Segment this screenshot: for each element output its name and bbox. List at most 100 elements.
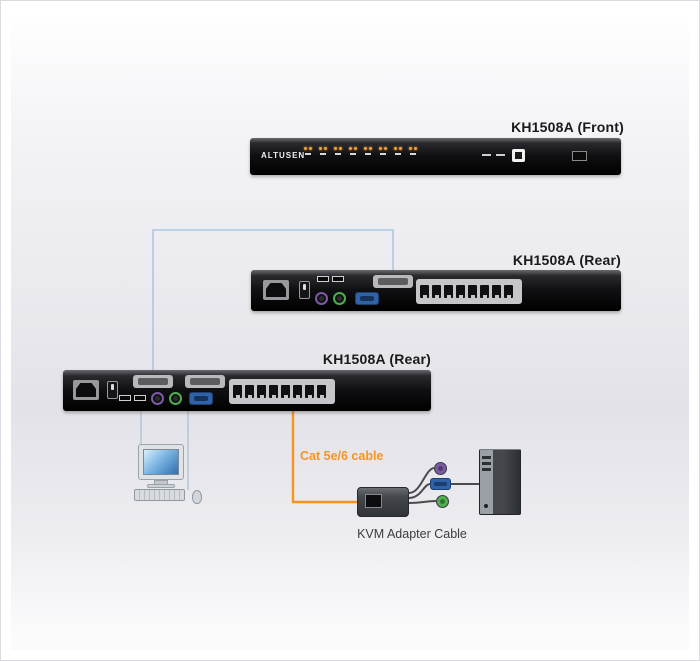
port-led-group bbox=[347, 147, 358, 155]
panel-marking bbox=[482, 154, 491, 156]
power-button-dot bbox=[484, 504, 488, 508]
led-icon bbox=[338, 147, 342, 150]
rj45-port-icon bbox=[432, 285, 441, 298]
port-number-mark bbox=[379, 153, 386, 155]
port-led-group bbox=[332, 147, 343, 155]
rear-unit-1-label: KH1508A (Rear) bbox=[512, 252, 621, 268]
port-number-mark bbox=[409, 153, 416, 155]
adapter-purple-cable bbox=[408, 467, 435, 494]
port-number-mark bbox=[334, 153, 341, 155]
port-led-strip bbox=[302, 147, 418, 155]
power-switch-icon bbox=[107, 381, 118, 399]
kvm-adapter-label: KVM Adapter Cable bbox=[357, 527, 467, 541]
rj45-port-icon bbox=[233, 385, 242, 398]
led-icon bbox=[333, 147, 337, 150]
led-icon bbox=[413, 147, 417, 150]
port-number-mark bbox=[364, 153, 371, 155]
adapter-green-cable bbox=[408, 500, 437, 504]
kvm-adapter-box-icon bbox=[357, 487, 409, 517]
usb-port-icon bbox=[317, 276, 329, 282]
led-icon bbox=[383, 147, 387, 150]
led-icon bbox=[363, 147, 367, 150]
daisy-chain-cable-line bbox=[152, 229, 394, 373]
port-number-mark bbox=[349, 153, 356, 155]
kvm-port-block bbox=[416, 279, 522, 304]
port-number-mark bbox=[394, 153, 401, 155]
led-icon bbox=[393, 147, 397, 150]
led-icon bbox=[398, 147, 402, 150]
front-power-switch-icon bbox=[572, 151, 587, 161]
rj45-port-icon bbox=[444, 285, 453, 298]
adapter-vga-plug-icon bbox=[430, 478, 451, 490]
front-unit-label: KH1508A (Front) bbox=[511, 119, 624, 135]
rj45-port-icon bbox=[281, 385, 290, 398]
adapter-ps2-keyboard-plug-icon bbox=[434, 462, 447, 475]
led-icon bbox=[408, 147, 412, 150]
usb-ports-icon bbox=[119, 395, 146, 401]
kvm-port-block bbox=[229, 379, 335, 404]
ps2-mouse-port-icon bbox=[333, 292, 346, 305]
led-icon bbox=[353, 147, 357, 150]
led-icon bbox=[303, 147, 307, 150]
rj45-port-icon bbox=[305, 385, 314, 398]
led-icon bbox=[308, 147, 312, 150]
drive-bay-slot bbox=[482, 456, 491, 459]
cat5-cable-line bbox=[291, 410, 358, 504]
usb-port-icon bbox=[119, 395, 131, 401]
ps2-keyboard-port-icon bbox=[151, 392, 164, 405]
kvm-switch-front-panel: ALTUSEN bbox=[250, 138, 621, 175]
drive-bay-slot bbox=[482, 468, 491, 471]
power-switch-icon bbox=[299, 281, 310, 299]
console-keyboard-icon bbox=[134, 489, 185, 501]
rj45-port-icon bbox=[293, 385, 302, 398]
power-inlet-icon bbox=[263, 280, 289, 300]
usb-port-icon bbox=[134, 395, 146, 401]
vga-port-icon bbox=[355, 292, 379, 305]
rj45-port-icon bbox=[468, 285, 477, 298]
daisy-chain-in-port-icon bbox=[185, 375, 225, 388]
led-icon bbox=[368, 147, 372, 150]
ps2-keyboard-port-icon bbox=[315, 292, 328, 305]
port-led-group bbox=[377, 147, 388, 155]
rj45-port-icon bbox=[480, 285, 489, 298]
kvm-switch-rear-second bbox=[251, 270, 621, 311]
monitor-base bbox=[147, 484, 175, 488]
port-led-group bbox=[392, 147, 403, 155]
rj45-port-icon bbox=[257, 385, 266, 398]
port-led-group bbox=[317, 147, 328, 155]
rj45-port-icon bbox=[245, 385, 254, 398]
firmware-upgrade-port-icon bbox=[512, 149, 525, 162]
console-mouse-icon bbox=[192, 490, 202, 504]
cat-cable-label: Cat 5e/6 cable bbox=[300, 449, 384, 463]
led-icon bbox=[318, 147, 322, 150]
kvm-switch-rear-first bbox=[63, 370, 431, 411]
console-monitor-icon bbox=[138, 444, 184, 480]
port-number-mark bbox=[319, 153, 326, 155]
port-led-group bbox=[407, 147, 418, 155]
led-icon bbox=[378, 147, 382, 150]
ps2-mouse-port-icon bbox=[169, 392, 182, 405]
server-tower-icon bbox=[479, 449, 521, 515]
vga-port-icon bbox=[189, 392, 213, 405]
brand-logo: ALTUSEN bbox=[261, 151, 306, 160]
rj45-port-icon bbox=[504, 285, 513, 298]
rj45-port-icon bbox=[317, 385, 326, 398]
rj45-port-icon bbox=[269, 385, 278, 398]
monitor-screen bbox=[143, 449, 179, 475]
port-led-group bbox=[362, 147, 373, 155]
power-inlet-icon bbox=[73, 380, 99, 400]
daisy-chain-out-port-icon bbox=[133, 375, 173, 388]
drive-bay-slot bbox=[482, 462, 491, 465]
led-icon bbox=[348, 147, 352, 150]
rj45-port-icon bbox=[420, 285, 429, 298]
rj45-port-icon bbox=[456, 285, 465, 298]
usb-port-icon bbox=[332, 276, 344, 282]
rear-unit-2-label: KH1508A (Rear) bbox=[322, 351, 431, 367]
panel-marking bbox=[496, 154, 505, 156]
adapter-vga-cable bbox=[408, 483, 431, 499]
rj45-port-icon bbox=[492, 285, 501, 298]
port-led-group bbox=[302, 147, 313, 155]
led-icon bbox=[323, 147, 327, 150]
